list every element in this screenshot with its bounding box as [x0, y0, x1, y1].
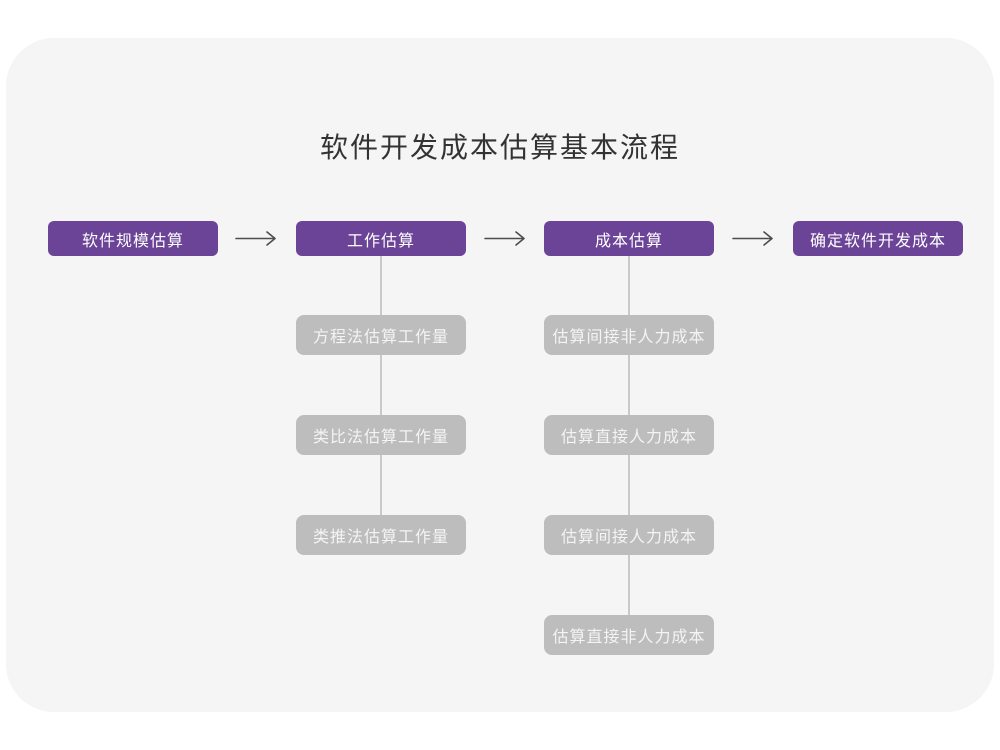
flow-node-label: 软件规模估算	[81, 232, 184, 250]
diagram-title: 软件开发成本估算基本流程	[319, 132, 680, 163]
flow-subnode-label: 估算直接人力成本	[560, 429, 697, 446]
right-arrow-icon	[484, 230, 526, 247]
flow-node-label: 成本估算	[594, 232, 663, 250]
flow-subnode-label: 估算直接非人力成本	[552, 629, 706, 646]
flow-subnode-extrapolation-method: 类推法估算工作量	[296, 515, 466, 555]
right-arrow-icon	[732, 230, 774, 247]
flow-subnode-indirect-nonlabor-cost: 估算间接非人力成本	[544, 315, 714, 355]
flow-subnode-label: 方程法估算工作量	[312, 329, 449, 346]
flow-subnode-equation-method: 方程法估算工作量	[296, 315, 466, 355]
right-arrow-icon	[235, 230, 277, 247]
flow-subnode-label: 估算间接人力成本	[560, 529, 697, 546]
flow-node-cost-estimation: 成本估算	[544, 221, 714, 256]
flow-subnode-label: 估算间接非人力成本	[552, 329, 706, 346]
flow-node-work-estimation: 工作估算	[296, 221, 466, 256]
flow-subnode-indirect-labor-cost: 估算间接人力成本	[544, 515, 714, 555]
flow-node-label: 确定软件开发成本	[809, 232, 946, 250]
flow-subnode-label: 类比法估算工作量	[312, 429, 449, 446]
flow-subnode-label: 类推法估算工作量	[312, 529, 449, 546]
flow-subnode-analogy-method: 类比法估算工作量	[296, 415, 466, 455]
flow-subnode-direct-nonlabor-cost: 估算直接非人力成本	[544, 615, 714, 655]
connector-work-estimation	[380, 256, 382, 536]
flow-node-determine-dev-cost: 确定软件开发成本	[793, 221, 963, 256]
diagram-card: 软件开发成本估算基本流程 软件规模估算 工作估算 成本估算 确定软件开发成本 方…	[6, 38, 994, 712]
flow-subnode-direct-labor-cost: 估算直接人力成本	[544, 415, 714, 455]
flow-node-software-scale-estimation: 软件规模估算	[48, 221, 218, 256]
flow-node-label: 工作估算	[346, 232, 415, 250]
